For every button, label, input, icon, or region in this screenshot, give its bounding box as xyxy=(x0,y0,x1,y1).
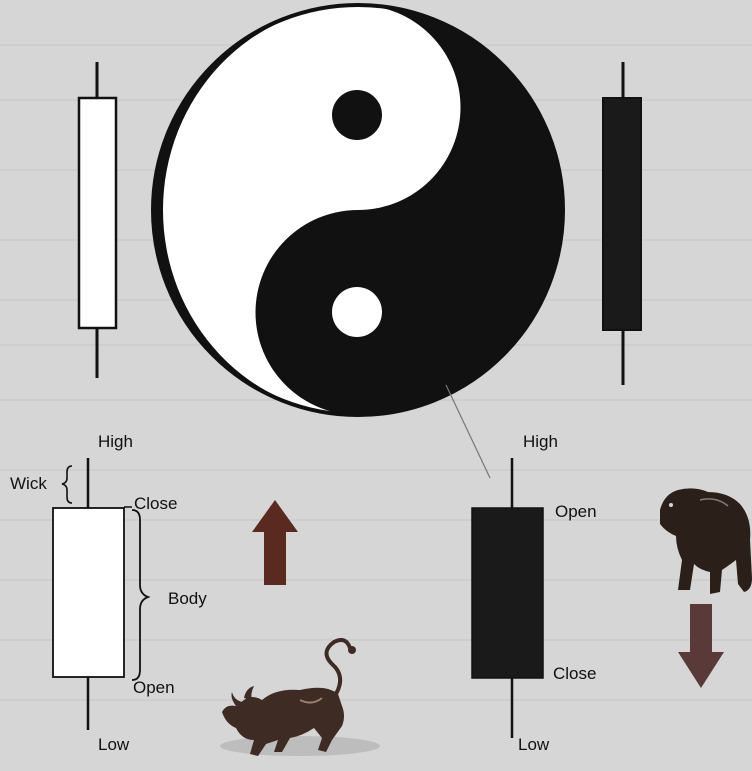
body-label: Body xyxy=(168,589,207,609)
left-high-label: High xyxy=(98,432,133,452)
top-white-candle xyxy=(79,62,116,378)
bearish-candle xyxy=(472,458,543,738)
up-arrow-icon xyxy=(252,500,298,585)
connector-line xyxy=(446,385,490,478)
close-label-right: Close xyxy=(553,664,596,684)
yin-yang-icon xyxy=(153,5,563,415)
open-label-right: Open xyxy=(555,502,597,522)
bull-icon xyxy=(220,640,380,756)
left-low-label: Low xyxy=(98,735,129,755)
wick-brace xyxy=(62,466,72,503)
right-high-label: High xyxy=(523,432,558,452)
bullish-candle xyxy=(53,458,124,730)
open-label-left: Open xyxy=(133,678,175,698)
bear-icon xyxy=(660,488,752,594)
body-brace xyxy=(132,510,148,680)
right-low-label: Low xyxy=(518,735,549,755)
wick-label: Wick xyxy=(10,474,47,494)
top-black-candle xyxy=(603,62,641,385)
close-label-left: Close xyxy=(134,494,177,514)
down-arrow-icon xyxy=(678,604,724,688)
